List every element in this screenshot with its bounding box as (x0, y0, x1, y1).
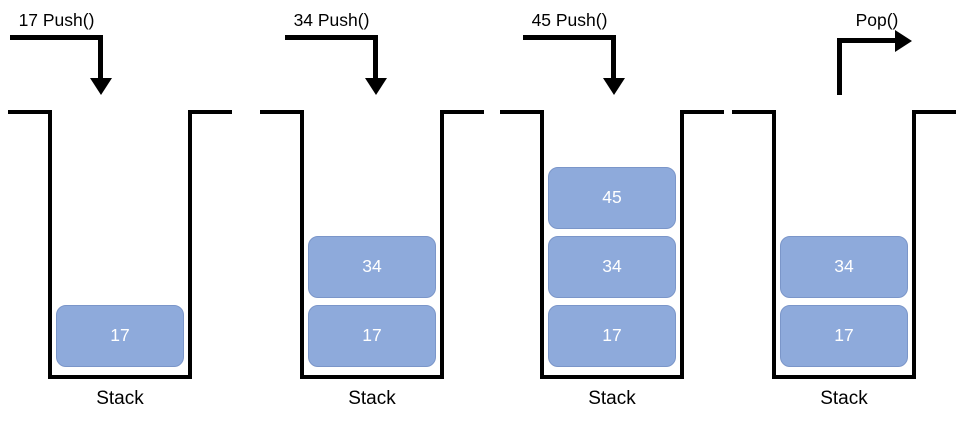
stack-items: 34 17 (776, 236, 912, 367)
stack-item: 45 (548, 167, 676, 229)
stack-caption: Stack (820, 388, 868, 409)
arrow-head-down-icon (89, 78, 112, 95)
stack-item: 17 (548, 305, 676, 367)
operation-label: 45 Push() (531, 10, 608, 30)
stack-item: 17 (780, 305, 908, 367)
stack-item: 17 (56, 305, 184, 367)
arrow-line (285, 35, 378, 40)
push-arrow-icon (285, 35, 387, 97)
arrow-line (523, 35, 616, 40)
stack-item: 17 (308, 305, 436, 367)
container-lip-left (260, 110, 300, 114)
arrow-line (98, 35, 103, 78)
container-lip-right (916, 110, 956, 114)
stack-container: 45 34 17 (500, 110, 724, 379)
stack-panel-2: 34 Push() 34 17 Stack (240, 0, 484, 425)
stack-item: 34 (780, 236, 908, 298)
container-lip-left (8, 110, 48, 114)
container-lip-left (500, 110, 540, 114)
arrow-line (10, 35, 103, 40)
arrow-line (611, 35, 616, 78)
container-lip-left (732, 110, 772, 114)
operation-label: 17 Push() (18, 10, 95, 30)
stack-items: 45 34 17 (544, 167, 680, 367)
stack-panel-1: 17 Push() 17 Stack (0, 0, 240, 425)
stack-caption: Stack (588, 388, 636, 409)
stack-item: 34 (548, 236, 676, 298)
arrow-line (837, 38, 897, 43)
stack-items: 34 17 (304, 236, 440, 367)
stack-panel-3: 45 Push() 45 34 17 Stack (480, 0, 724, 425)
arrow-line (373, 35, 378, 78)
push-arrow-icon (10, 35, 112, 97)
pop-arrow-icon (837, 29, 917, 97)
arrow-head-down-icon (602, 78, 625, 95)
stack-caption: Stack (96, 388, 144, 409)
stack-panel-4: Pop() 34 17 Stack (720, 0, 960, 425)
arrow-line (837, 38, 842, 95)
stack-container: 34 17 (260, 110, 484, 379)
stack-caption: Stack (348, 388, 396, 409)
stack-container: 17 (8, 110, 232, 379)
push-arrow-icon (523, 35, 625, 97)
operation-label: Pop() (855, 10, 899, 30)
stack-items: 17 (52, 305, 188, 367)
arrow-head-down-icon (364, 78, 387, 95)
stack-container: 34 17 (732, 110, 956, 379)
container-lip-right (444, 110, 484, 114)
operation-label: 34 Push() (293, 10, 370, 30)
container-lip-right (192, 110, 232, 114)
arrow-head-right-icon (895, 29, 912, 52)
container-lip-right (684, 110, 724, 114)
stack-item: 34 (308, 236, 436, 298)
